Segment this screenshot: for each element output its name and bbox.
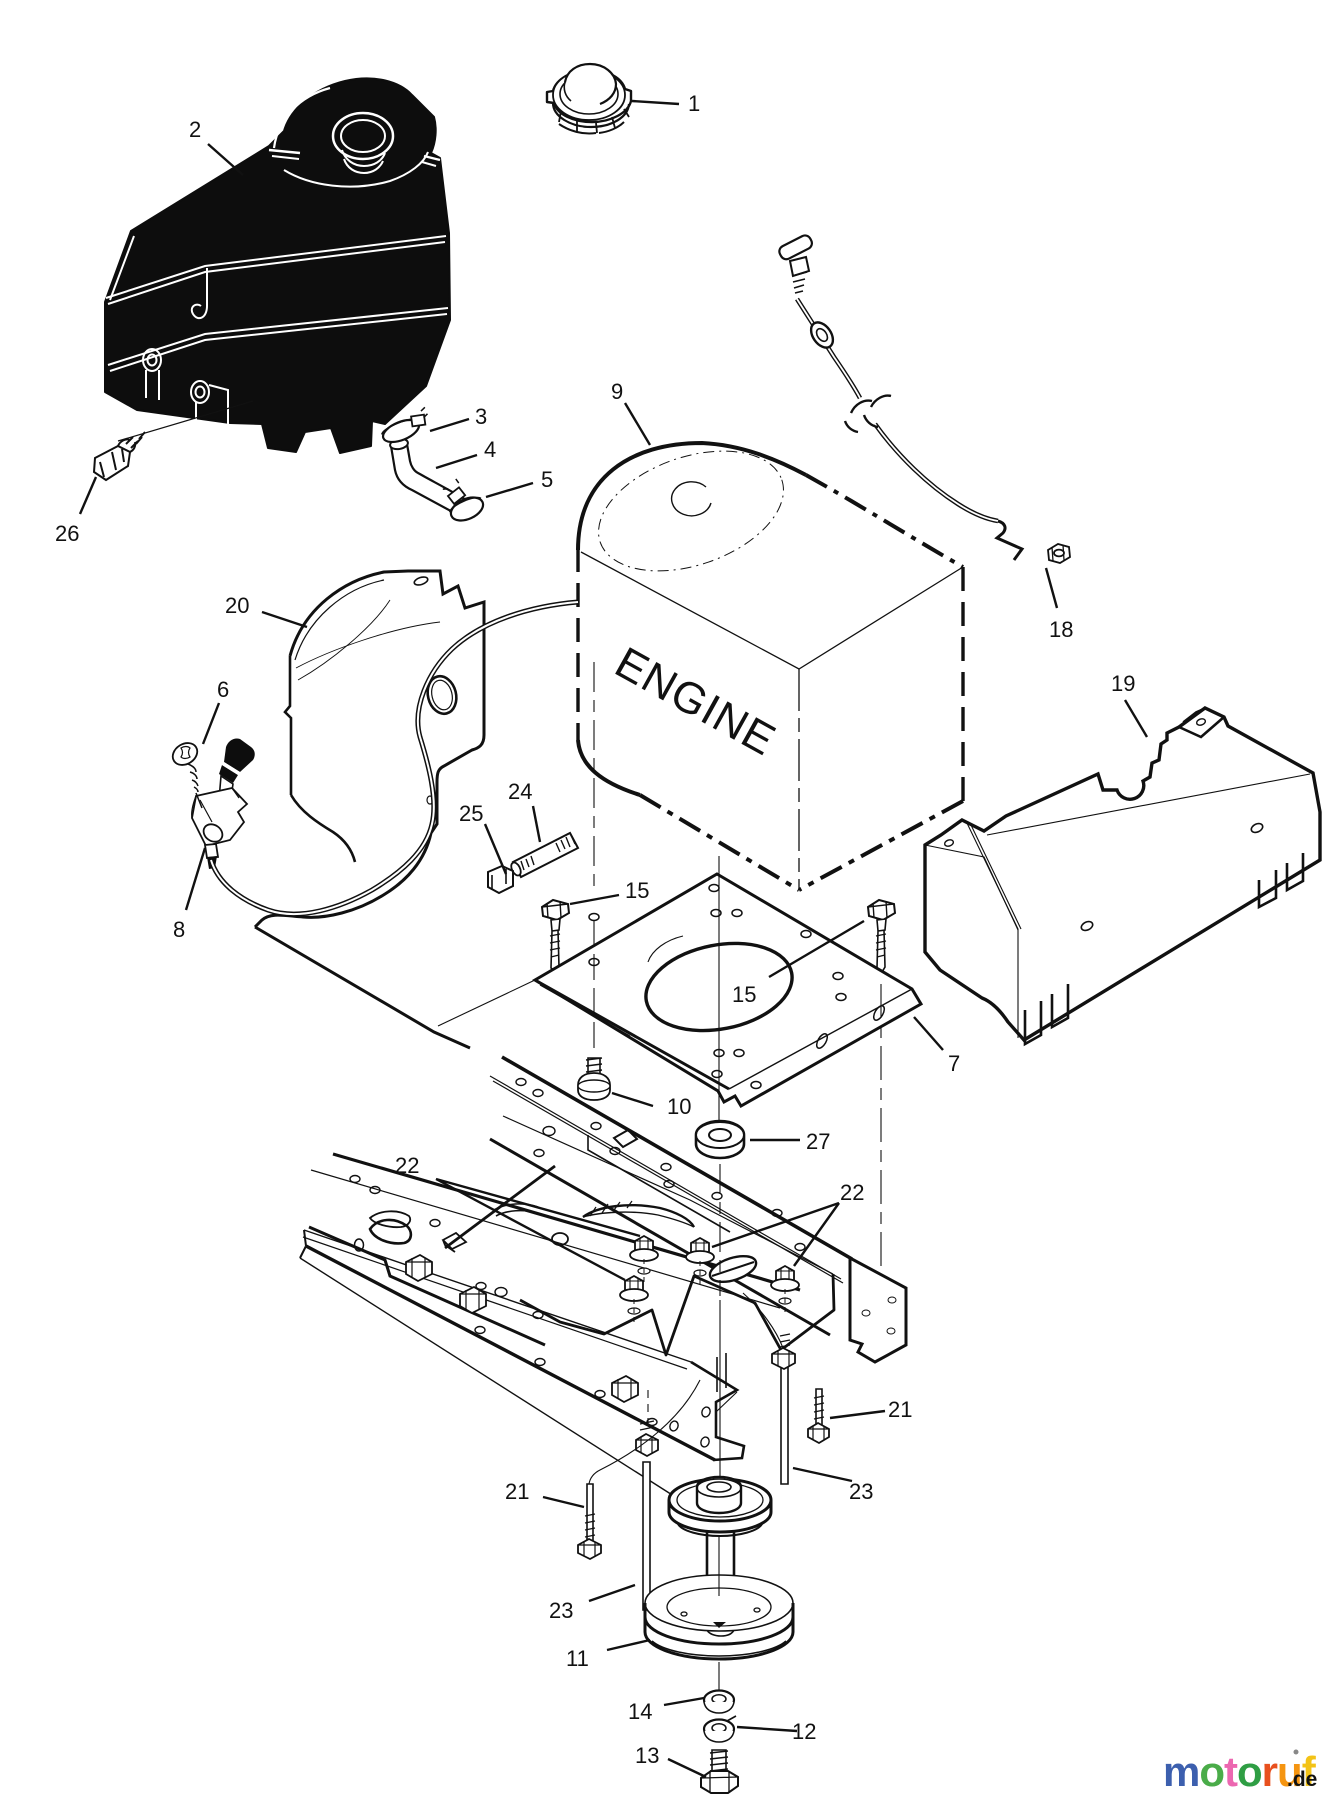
svg-text:11: 11: [566, 1646, 589, 1671]
svg-text:18: 18: [1049, 617, 1073, 642]
svg-text:27: 27: [806, 1129, 830, 1154]
svg-text:24: 24: [508, 779, 532, 804]
svg-text:motoruf: motoruf: [1163, 1748, 1317, 1795]
svg-text:4: 4: [484, 437, 496, 462]
svg-text:2: 2: [189, 117, 201, 142]
svg-text:22: 22: [840, 1180, 864, 1205]
svg-text:15: 15: [625, 878, 649, 903]
svg-text:23: 23: [549, 1598, 573, 1623]
svg-text:.de: .de: [1287, 1768, 1317, 1791]
svg-text:19: 19: [1111, 671, 1135, 696]
svg-text:9: 9: [611, 379, 623, 404]
svg-text:8: 8: [173, 917, 185, 942]
svg-text:12: 12: [792, 1719, 816, 1744]
svg-text:14: 14: [628, 1699, 652, 1724]
svg-text:ENGINE: ENGINE: [607, 638, 784, 766]
svg-text:3: 3: [475, 404, 487, 429]
svg-text:21: 21: [888, 1397, 912, 1422]
svg-text:15: 15: [732, 982, 756, 1007]
svg-text:26: 26: [55, 521, 79, 546]
svg-text:13: 13: [635, 1743, 659, 1768]
svg-text:7: 7: [948, 1051, 960, 1076]
svg-text:25: 25: [459, 801, 483, 826]
svg-text:5: 5: [541, 467, 553, 492]
svg-text:1: 1: [688, 91, 700, 116]
svg-text:20: 20: [225, 593, 249, 618]
svg-text:6: 6: [217, 677, 229, 702]
svg-text:21: 21: [505, 1479, 529, 1504]
svg-text:10: 10: [667, 1094, 691, 1119]
svg-text:23: 23: [849, 1479, 873, 1504]
svg-text:22: 22: [395, 1153, 419, 1178]
